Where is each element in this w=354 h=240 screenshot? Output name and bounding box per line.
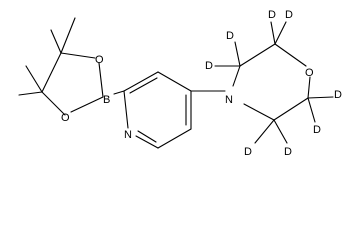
bond-b-c2: [113, 90, 125, 95]
atom-label-o-upper: O: [95, 54, 104, 66]
bond-c-c-pinacol: [41, 52, 62, 93]
bonds-morpholine: [190, 21, 334, 144]
bond-d-right-lower: [307, 97, 316, 123]
atom-label-n-morpholine: N: [225, 94, 233, 106]
bond-d-bottom-left: [254, 119, 275, 144]
atom-label-b: B: [103, 94, 110, 106]
molecule-structure-diagram: B O O N N O D D D D D D D D: [18, 9, 342, 158]
atom-label-d8: D: [284, 146, 292, 158]
bond-d-top-right: [274, 21, 287, 45]
bond-c-n-lower: [243, 103, 275, 121]
bond-b-o-upper: [98, 62, 104, 98]
atom-label-o-lower: O: [61, 112, 70, 124]
atom-label-d3: D: [285, 9, 293, 21]
bond-c6-n: [135, 135, 159, 149]
bond-c3-c4: [157, 71, 192, 92]
atom-label-d1: D: [226, 30, 234, 42]
bond-c5-c6: [157, 128, 192, 149]
bond-d-left-upper: [234, 41, 241, 67]
bond-c2-c3: [123, 71, 159, 92]
atom-label-d6: D: [313, 124, 321, 136]
atom-label-d5: D: [334, 89, 342, 101]
bond-c2-c3-inner: [129, 77, 158, 94]
bond-c-o-upper: [274, 43, 307, 67]
atom-label-d2: D: [268, 9, 276, 21]
bond-c-c-upper: [239, 43, 276, 67]
bond-d-right-side: [307, 96, 334, 99]
bonds-boronate: [18, 17, 125, 116]
bond-n-c2: [123, 90, 129, 129]
bond-c-methyl-1: [50, 29, 62, 54]
bond-o-lower-c: [41, 91, 66, 116]
bond-c6-n-inner: [137, 130, 157, 143]
bond-d-bottom-right: [273, 119, 288, 144]
atom-label-o-morpholine: O: [305, 67, 314, 79]
bond-b-o-lower: [70, 96, 104, 113]
bond-c-c-lower: [273, 97, 309, 121]
atom-label-n-pyridine: N: [124, 129, 132, 141]
bond-o-upper-c: [60, 52, 96, 59]
bonds-pyridine: [123, 71, 192, 149]
bond-c-methyl-4: [25, 65, 43, 93]
atom-label-d4: D: [205, 60, 213, 72]
atom-labels: B O O N N O D D D D D D D D: [61, 9, 342, 158]
bond-d-top-left: [270, 21, 276, 45]
bond-n-c-upper: [232, 65, 241, 87]
bond-c-methyl-2: [60, 17, 76, 54]
atom-label-d7: D: [244, 146, 252, 158]
bond-o-c-lower: [307, 76, 311, 99]
bond-c-methyl-3: [18, 91, 43, 96]
